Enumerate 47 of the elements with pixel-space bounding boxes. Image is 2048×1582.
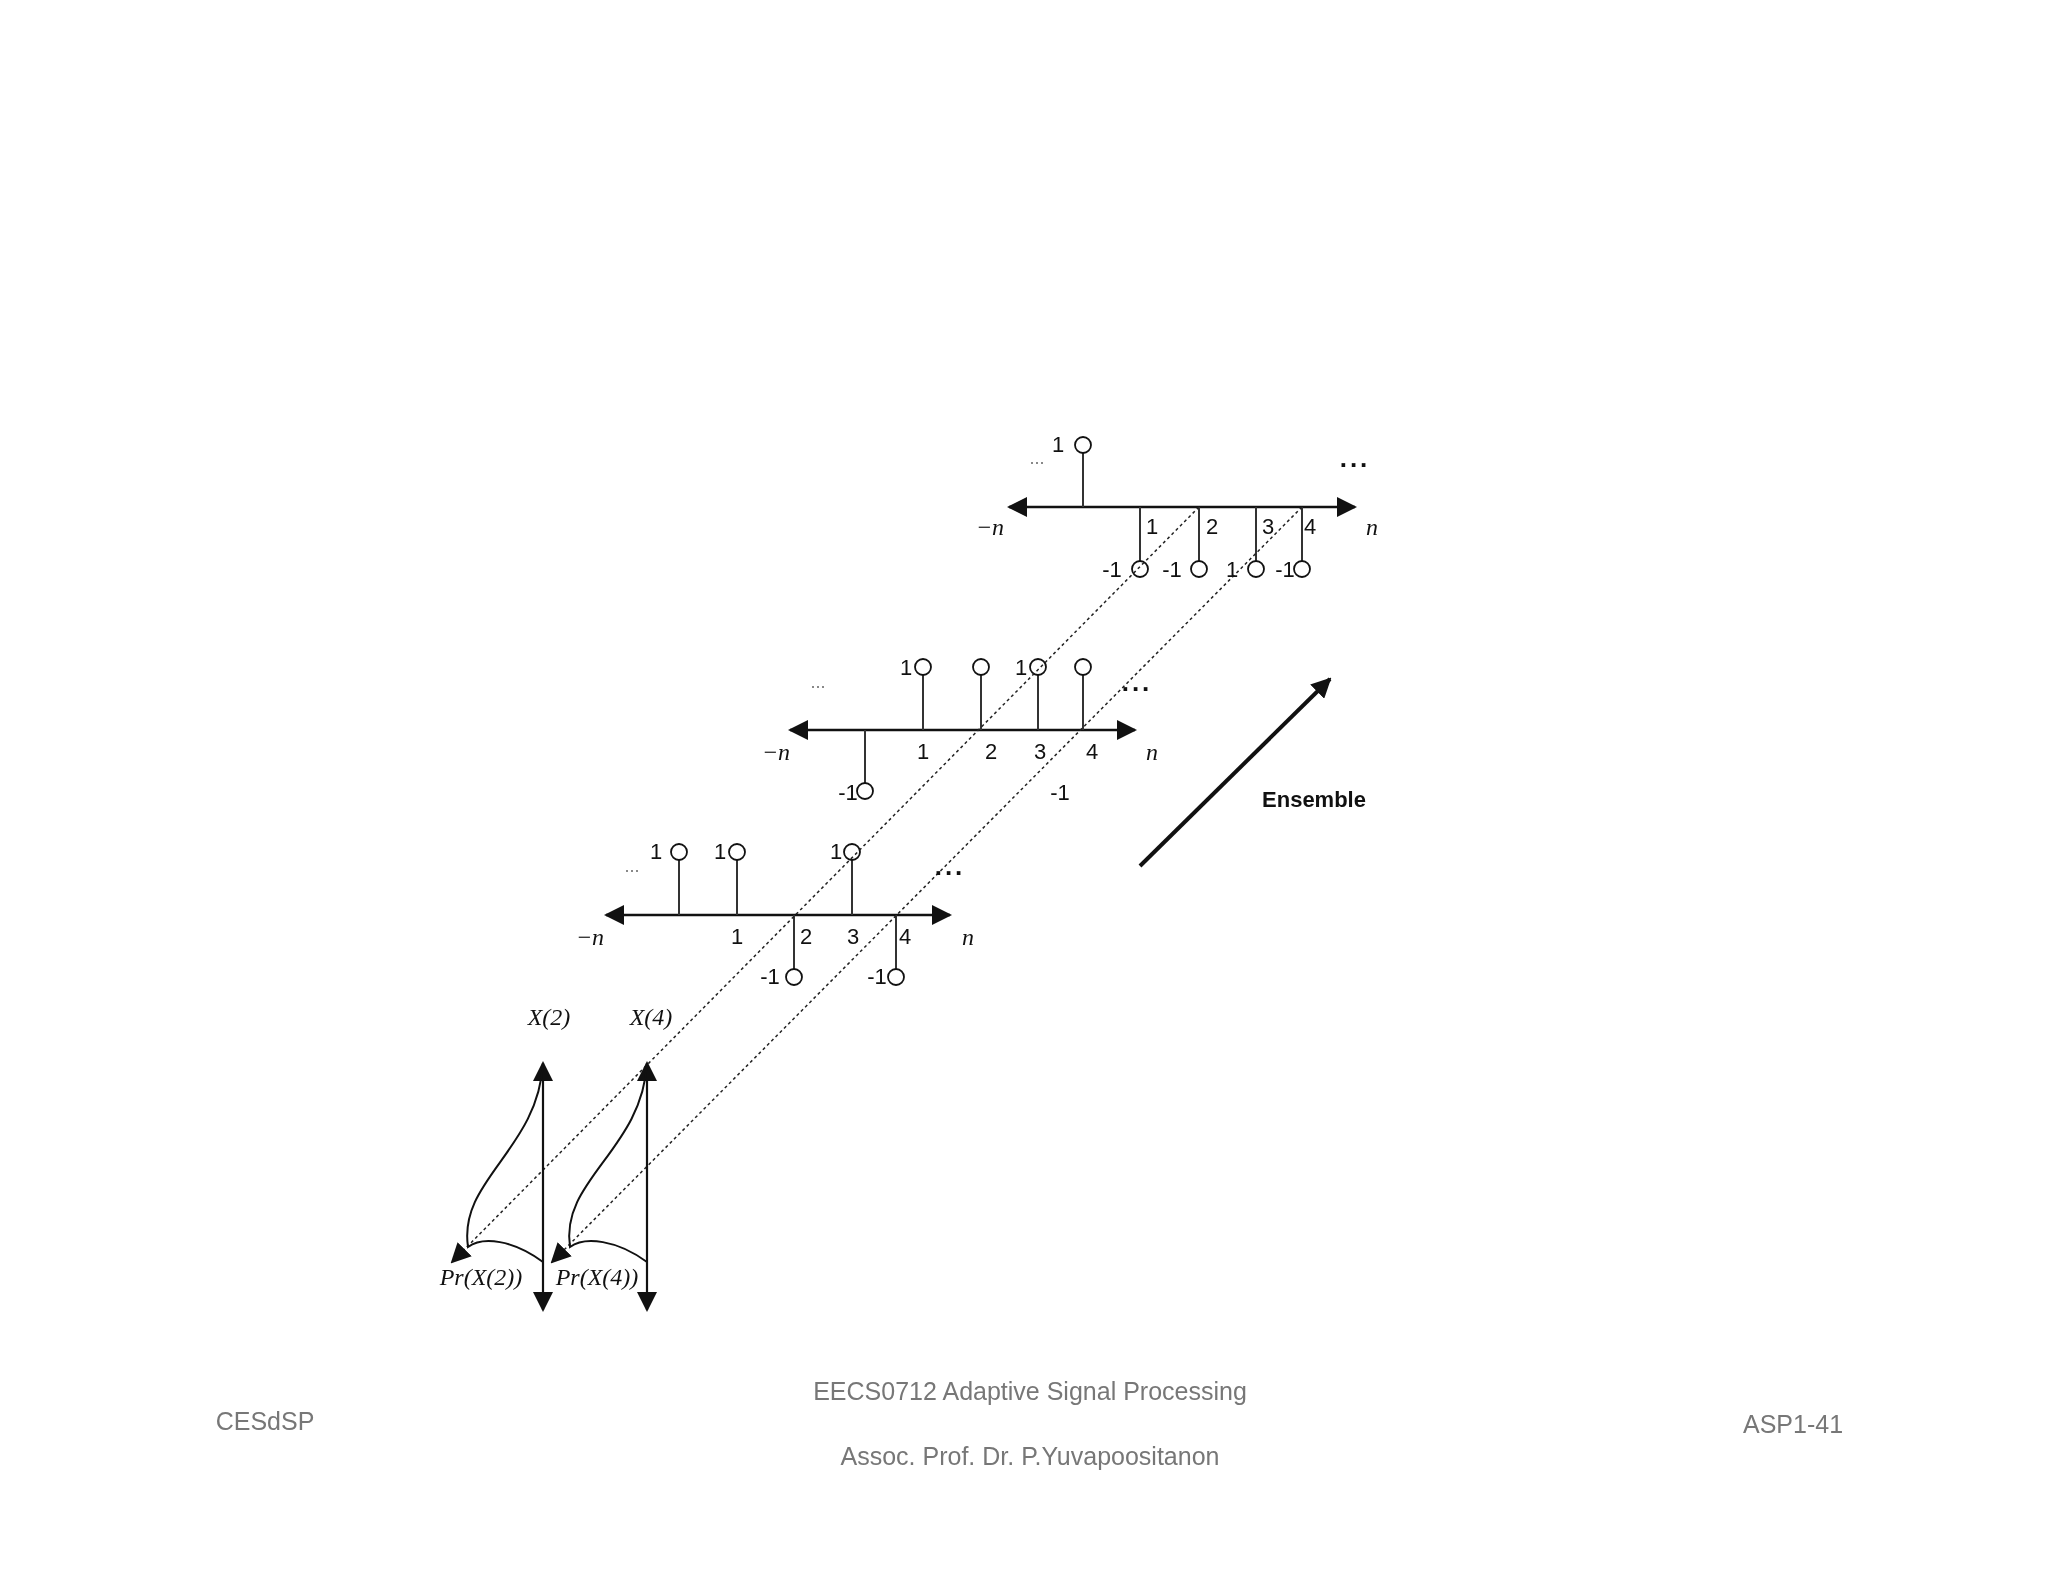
- tick-label: 1: [916, 741, 930, 763]
- value-label: -1: [760, 966, 780, 988]
- ellipsis: ...: [810, 673, 826, 691]
- ellipsis: ...: [1121, 669, 1153, 695]
- page-number: ASP1-41: [1742, 1411, 1844, 1437]
- value-label: 1: [649, 841, 663, 863]
- arrow-label: Ensemble: [1262, 789, 1366, 811]
- value-label: 1: [829, 841, 843, 863]
- value-label: 1: [1225, 559, 1239, 581]
- tick-label: 3: [1261, 516, 1275, 538]
- axis-label: n: [962, 925, 974, 949]
- footer-text: EECS0712 Adaptive Signal Processing: [813, 1378, 1247, 1404]
- footer-text: CESdSP: [215, 1408, 315, 1434]
- tick-label: 1: [1145, 516, 1159, 538]
- value-label: -1: [1102, 559, 1122, 581]
- footer-text: Assoc. Prof. Dr. P.Yuvapoositanon: [840, 1443, 1220, 1469]
- axis-label: n: [1366, 515, 1378, 539]
- axis-label: Pr(X(4)): [555, 1265, 639, 1289]
- ellipsis: ...: [934, 853, 966, 879]
- ellipsis: ...: [1339, 445, 1371, 471]
- tick-label: 1: [730, 926, 744, 948]
- tick-label: 2: [984, 741, 998, 763]
- axis-label: −n: [761, 740, 791, 764]
- value-label: 1: [1051, 434, 1065, 456]
- value-label: -1: [838, 782, 858, 804]
- axis-label: X(4): [629, 1005, 673, 1029]
- axis-label: Pr(X(2)): [439, 1265, 523, 1289]
- value-label: -1: [1275, 559, 1295, 581]
- value-label: 1: [713, 841, 727, 863]
- tick-label: 4: [1085, 741, 1099, 763]
- axis-label: −n: [575, 925, 605, 949]
- tick-label: 3: [846, 926, 860, 948]
- value-label: 1: [1014, 657, 1028, 679]
- ellipsis: ...: [1029, 449, 1045, 467]
- value-label: 1: [899, 657, 913, 679]
- value-label: -1: [867, 966, 887, 988]
- tick-label: 2: [799, 926, 813, 948]
- value-label: -1: [1162, 559, 1182, 581]
- axis-label: −n: [975, 515, 1005, 539]
- tick-label: 3: [1033, 741, 1047, 763]
- axis-label: n: [1146, 740, 1158, 764]
- tick-label: 4: [898, 926, 912, 948]
- tick-label: 4: [1303, 516, 1317, 538]
- tick-label: 2: [1205, 516, 1219, 538]
- value-label: -1: [1050, 782, 1070, 804]
- axis-label: X(2): [527, 1005, 571, 1029]
- ellipsis: ...: [624, 857, 640, 875]
